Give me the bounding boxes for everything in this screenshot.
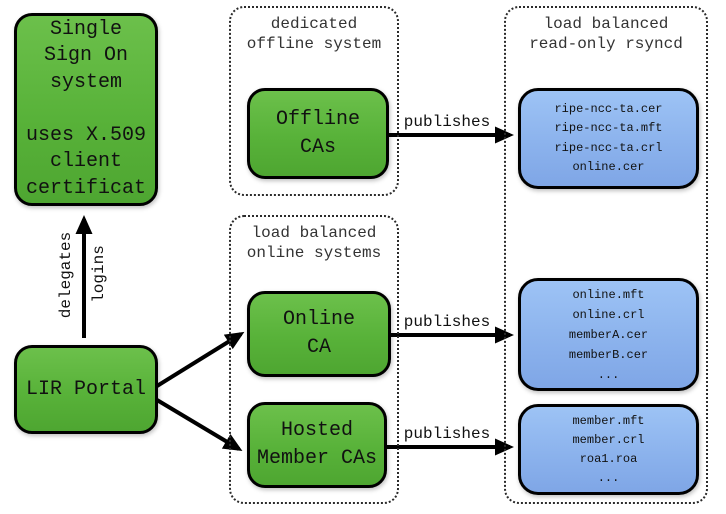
hosted-member-cas-label: Hosted Member CAs [256, 419, 378, 470]
online-system-group: load balanced online systems [229, 215, 399, 504]
publishes-label-hosted: publishes [403, 425, 491, 443]
rsyncd-group-title: load balanced read-only rsyncd [529, 15, 683, 53]
member-repository-files: member.mft member.crl roa1.roa ... [572, 413, 645, 485]
online-repository-files: online.mft online.crl memberA.cer member… [568, 287, 649, 382]
online-ca-node: Online CA [247, 291, 391, 377]
publishes-label-offline: publishes [403, 113, 491, 131]
online-ca-label: Online CA [282, 308, 355, 359]
delegates-label: delegates [57, 231, 75, 319]
sso-system-node: Single Sign On system uses X.509 client … [14, 13, 158, 206]
ta-repository-node: ripe-ncc-ta.cer ripe-ncc-ta.mft ripe-ncc… [518, 88, 699, 189]
lir-portal-node: LIR Portal [14, 345, 158, 434]
sso-system-label: Single Sign On system uses X.509 client … [25, 17, 147, 200]
member-repository-node: member.mft member.crl roa1.roa ... [518, 404, 699, 495]
lir-to-hosted-cas-arrow [155, 398, 243, 452]
lir-portal-label: LIR Portal [25, 378, 147, 401]
publishes-label-online: publishes [403, 313, 491, 331]
offline-system-group-title: dedicated offline system [246, 15, 382, 53]
ta-repository-files: ripe-ncc-ta.cer ripe-ncc-ta.mft ripe-ncc… [554, 101, 663, 175]
rsyncd-group: load balanced read-only rsyncd [504, 6, 708, 504]
logins-label: logins [90, 245, 108, 303]
hosted-member-cas-node: Hosted Member CAs [247, 402, 387, 488]
online-system-group-title: load balanced online systems [246, 224, 382, 262]
offline-cas-node: Offline CAs [247, 88, 389, 179]
offline-cas-label: Offline CAs [275, 107, 360, 159]
online-repository-node: online.mft online.crl memberA.cer member… [518, 278, 699, 391]
offline-system-group: dedicated offline system [229, 6, 399, 196]
